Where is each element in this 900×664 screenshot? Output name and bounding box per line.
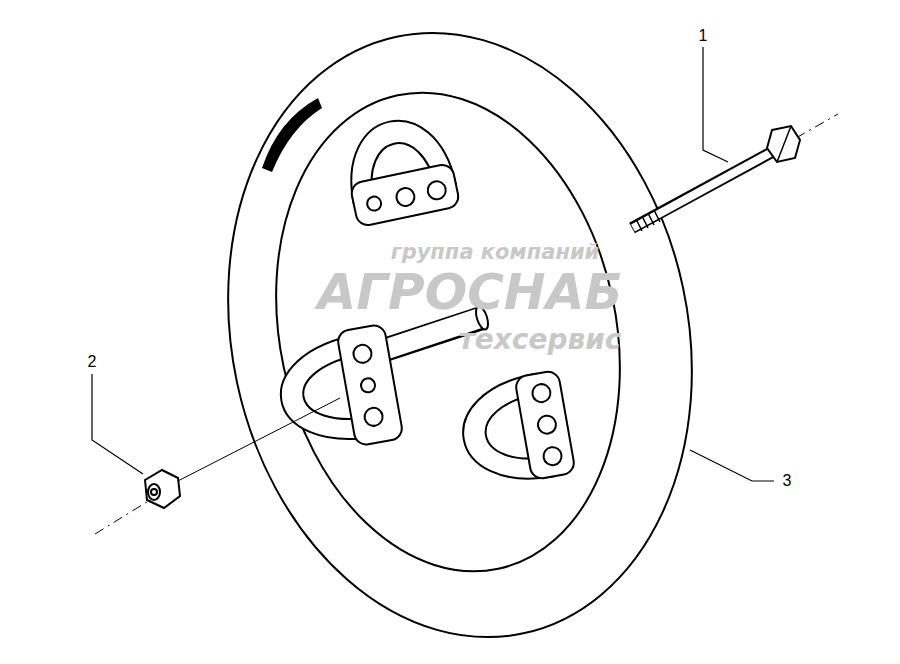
nut <box>145 470 180 508</box>
bolt-part <box>636 210 660 231</box>
mounting-lug-part <box>336 324 403 447</box>
nut-part <box>145 470 180 508</box>
bolt-part <box>777 126 791 162</box>
callout-number: 1 <box>699 28 708 44</box>
callout-number: 2 <box>88 354 97 370</box>
mounting-lug-part <box>363 406 384 427</box>
center-line-part <box>172 398 340 484</box>
mounting-lug-part <box>352 343 373 364</box>
mounting-lug-part <box>426 180 447 201</box>
bolt-part <box>767 126 800 162</box>
watermark: группа компаний <box>391 242 600 263</box>
callout-number: 3 <box>783 473 792 489</box>
bolt-part-part <box>648 213 654 225</box>
watermark: техсервис <box>459 326 622 354</box>
mounting-lug <box>455 370 576 491</box>
bolt <box>632 126 800 231</box>
ring <box>174 0 747 664</box>
mounting-lug-part <box>514 370 575 480</box>
watermark: АГРОСНАБ <box>317 267 622 317</box>
bolt-part-part <box>654 210 660 222</box>
bolt-part-part <box>642 216 648 228</box>
mounting-lug <box>271 324 403 458</box>
center-line-part <box>796 114 838 138</box>
mounting-lug-part <box>360 377 376 393</box>
mounting-lug-part <box>542 446 563 467</box>
center-line-part <box>95 500 150 534</box>
mounting-lug-part <box>531 383 552 404</box>
ring-part <box>233 60 662 603</box>
mounting-lug-part <box>366 195 383 212</box>
bolt-part-part <box>636 219 642 231</box>
mounting-lug-part <box>350 163 461 228</box>
mounting-lug-part <box>537 414 558 435</box>
bolt-part <box>632 152 772 228</box>
nut-part <box>148 484 160 500</box>
ring-part <box>174 0 747 664</box>
bolt-part <box>633 152 772 228</box>
leader-line-part <box>92 374 143 474</box>
mounting-lug <box>339 111 461 228</box>
leader-line <box>92 47 774 481</box>
nut-part <box>151 489 157 495</box>
center-line <box>95 114 838 534</box>
leader-line-part <box>690 450 774 481</box>
leader-line-part <box>703 47 728 162</box>
ring-part <box>262 98 322 172</box>
mounting-lug-part <box>395 186 416 207</box>
